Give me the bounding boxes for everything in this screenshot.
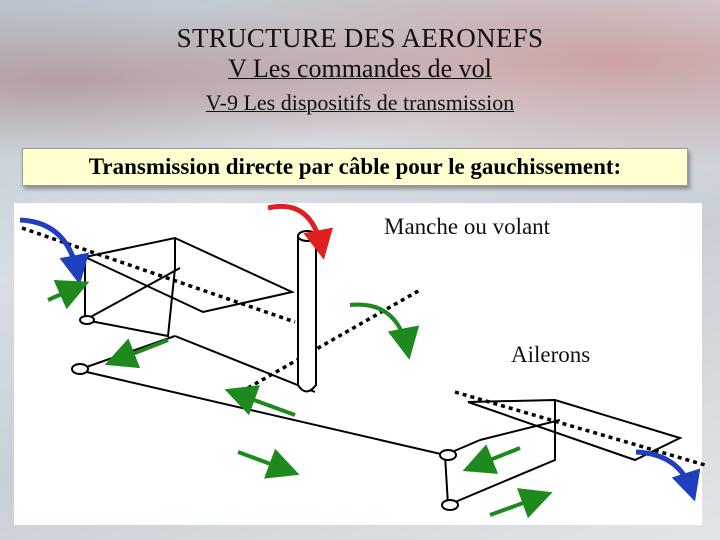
cable-arrow (47, 280, 90, 310)
stick-rotation-arrow (267, 203, 333, 260)
cable-arrow (224, 385, 296, 417)
left-aileron (81, 236, 296, 314)
slide-title: STRUCTURE DES AERONEFS (176, 23, 544, 53)
section-title-text: V-9 Les dispositifs de transmission (205, 90, 515, 115)
lower-cable (77, 335, 561, 506)
chapter-title-text: V Les commandes de vol (228, 54, 492, 83)
cable-arrow (237, 448, 300, 479)
right-aileron-rotation-arrow (635, 449, 701, 502)
right-aileron-axis (454, 390, 706, 467)
left-pulley-lower (71, 363, 89, 375)
section-title: V-9 Les dispositifs de transmission (0, 88, 720, 118)
right-pulley-upper (439, 449, 457, 461)
roll-axis (247, 288, 421, 390)
control-stick-label: Manche ou volant (384, 214, 551, 239)
roll-rotation-arrow (349, 302, 420, 360)
cable-arrow (104, 338, 169, 369)
cable-arrow (489, 488, 553, 519)
chapter-title: V Les commandes de vol (0, 54, 720, 84)
control-stick (297, 230, 317, 393)
right-aileron (467, 398, 683, 462)
left-aileron-rotation-arrow (19, 217, 90, 285)
ailerons-label: Ailerons (511, 342, 591, 367)
right-pulley-lower (441, 499, 459, 511)
left-pulley-upper (79, 315, 95, 325)
slide-header: STRUCTURE DES AERONEFS V Les commandes d… (0, 22, 720, 118)
topic-banner: Transmission directe par câble pour le g… (22, 148, 688, 186)
cable-arrow (462, 444, 521, 474)
left-cable (84, 262, 316, 393)
